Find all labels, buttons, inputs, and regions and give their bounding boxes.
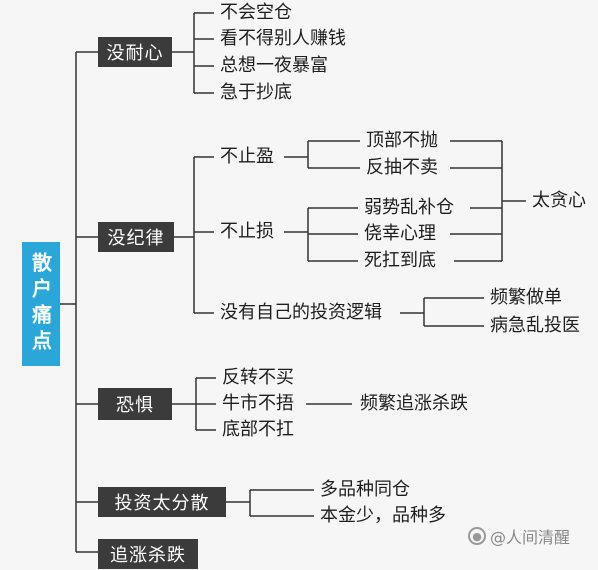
diversified-item: 本金少，品种多 <box>320 505 446 526</box>
category-impatient: 没耐心 <box>98 37 172 67</box>
greed-node: 太贪心 <box>532 190 586 211</box>
category-undisciplined: 没纪律 <box>98 222 174 252</box>
fear-result: 频繁追涨杀跌 <box>360 393 468 414</box>
no-stop-loss-item: 弱势乱补仓 <box>364 197 454 218</box>
impatient-item: 总想一夜暴富 <box>220 55 328 76</box>
category-chase: 追涨杀跌 <box>98 539 198 569</box>
no-logic-item: 病急乱投医 <box>490 315 580 336</box>
watermark-text: @人间清醒 <box>490 528 571 547</box>
no-stop-loss-item: 死扛到底 <box>364 250 436 271</box>
fear-item: 底部不扛 <box>222 419 294 440</box>
no-logic: 没有自己的投资逻辑 <box>220 302 382 323</box>
no-take-profit-item: 顶部不抛 <box>366 130 438 151</box>
no-stop-loss-item: 侥幸心理 <box>364 223 436 244</box>
fear-item: 反转不买 <box>222 367 294 388</box>
impatient-item: 急于抄底 <box>220 82 292 103</box>
watermark-logo-icon: ● <box>468 527 486 545</box>
impatient-item: 看不得别人赚钱 <box>220 28 346 49</box>
diversified-item: 多品种同仓 <box>320 479 410 500</box>
no-take-profit-item: 反抽不卖 <box>366 157 438 178</box>
category-fear: 恐惧 <box>98 388 172 420</box>
root-node: 散户痛点 <box>22 242 60 366</box>
no-take-profit: 不止盈 <box>220 146 274 167</box>
impatient-item: 不会空仓 <box>220 2 292 23</box>
no-logic-item: 频繁做单 <box>490 287 562 308</box>
no-stop-loss: 不止损 <box>220 221 274 242</box>
watermark: ● @人间清醒 <box>468 524 570 548</box>
category-diversified: 投资太分散 <box>98 487 226 517</box>
fear-item: 牛市不捂 <box>222 393 294 414</box>
